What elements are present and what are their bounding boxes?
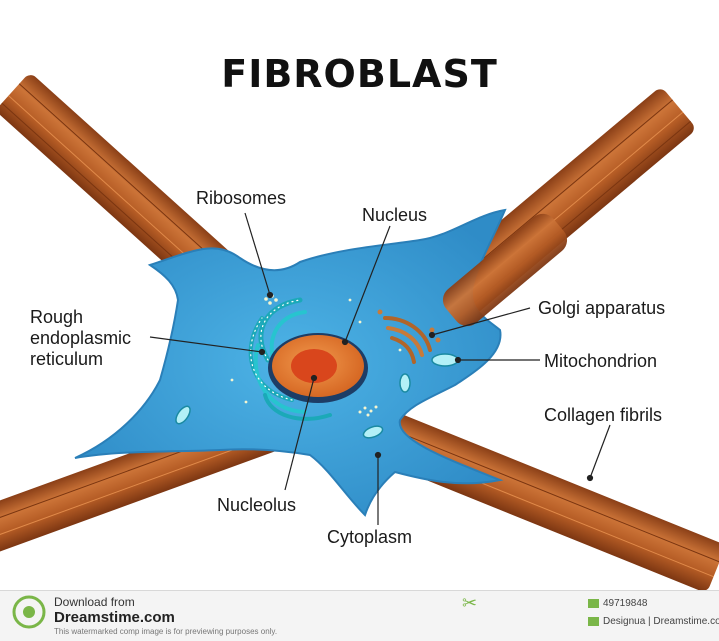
footer-credit: Designua | Dreamstime.com [588, 616, 719, 627]
leader-endpoint [310, 374, 318, 382]
label-rough-er-line3: reticulum [30, 349, 104, 369]
label-mitochondrion: Mitochondrion [544, 351, 658, 371]
label-nucleolus: Nucleolus [217, 495, 297, 515]
leader-endpoint [341, 338, 349, 346]
leader-nucleolus [284, 377, 315, 491]
leader-nucleus [344, 225, 391, 343]
collagen-fiber-overlay [442, 213, 568, 327]
label-golgi: Golgi apparatus [538, 298, 666, 318]
leader-ribosomes [244, 212, 271, 296]
mitochondrion-shape [399, 373, 411, 393]
leader-endpoint [258, 348, 266, 356]
footer-notice: This watermarked comp image is for previ… [54, 627, 278, 636]
footer-credit-text: Designua | Dreamstime.com [603, 616, 719, 627]
leader-endpoint [454, 356, 462, 364]
leader-endpoint [374, 451, 382, 459]
scissors-icon: ✂ [462, 593, 478, 613]
label-cytoplasm: Cytoplasm [327, 527, 413, 547]
label-rough-er-line1: Rough [30, 307, 84, 327]
nucleolus-shape [291, 349, 337, 383]
fibroblast-illustration [0, 75, 719, 590]
stock-footer: Download from Dreamstime.com This waterm… [0, 590, 719, 641]
collagen-fiber-bottom-right [366, 409, 719, 590]
leader-collagen [589, 424, 611, 479]
footer-download-text: Download from [54, 595, 135, 609]
label-collagen: Collagen fibrils [544, 405, 663, 425]
leader-endpoint [428, 331, 436, 339]
dreamstime-logo-icon [12, 595, 46, 629]
footer-site-link[interactable]: Dreamstime.com [54, 609, 175, 626]
golgi-shape [377, 309, 441, 364]
mitochondrion-shape [175, 405, 191, 425]
diagram-title: FIBROBLAST [221, 52, 498, 96]
id-badge-icon [588, 598, 599, 608]
leader-endpoint [266, 291, 274, 299]
mitochondrion-shape [362, 425, 384, 439]
leader-rough-er [149, 336, 263, 353]
leader-endpoint [586, 474, 594, 482]
label-rough-er-line2: endoplasmic [30, 328, 132, 348]
mitochondrion-shape [431, 353, 459, 367]
leader-golgi [431, 307, 531, 336]
label-nucleus: Nucleus [362, 205, 428, 225]
footer-id-text: 49719848 [603, 598, 648, 609]
footer-image-id: 49719848 [588, 598, 648, 609]
label-ribosomes: Ribosomes [196, 188, 287, 208]
diagram: FIBROBLAST Ribosomes Nucleus Rough endop… [0, 52, 719, 590]
author-badge-icon [588, 616, 599, 626]
